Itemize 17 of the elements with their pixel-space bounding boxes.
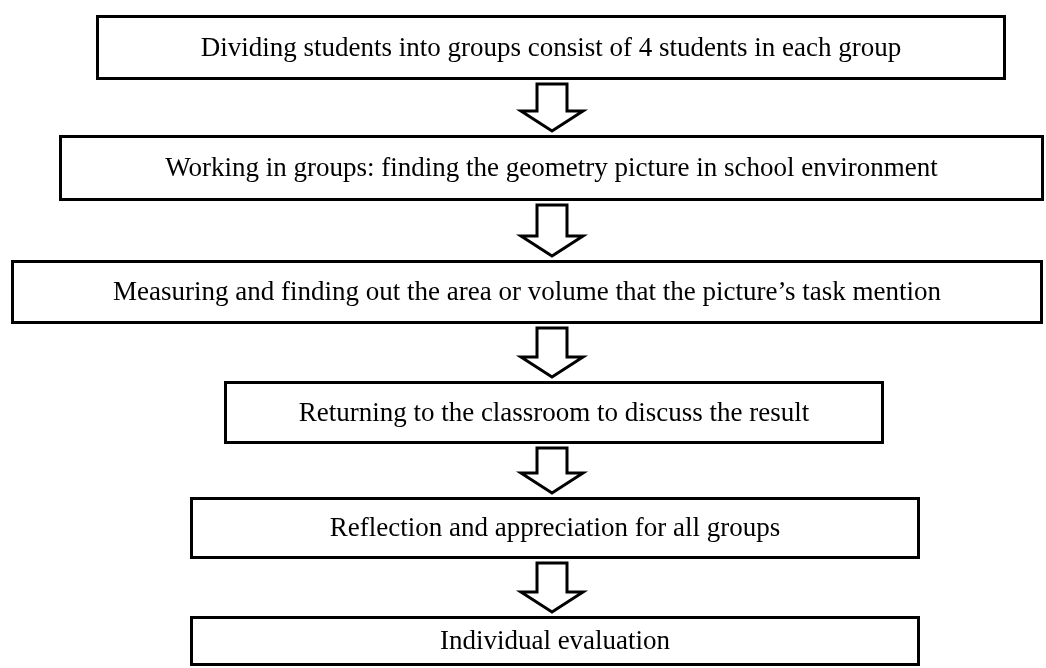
block-arrow [515,446,589,495]
process-box [59,135,1044,201]
block-arrow [515,326,589,379]
step-text: Measuring and finding out the area or volume that the picture’s task mention [113,277,941,307]
block-arrow [515,82,589,133]
block-arrow [515,561,589,614]
process-box [190,616,920,666]
step-text: Returning to the classroom to discuss the result [298,397,810,428]
step-text: Dividing students into groups consist of 4 students in each group [200,32,902,63]
process-box [224,381,884,444]
step-text: Reflection and appreciation for all groups [329,513,781,543]
process-box [96,15,1006,80]
block-arrow [515,203,589,258]
step-text: Working in groups: finding the geometry picture in school environment [165,153,938,183]
step-text: Individual evaluation [439,626,671,656]
process-box [11,260,1043,324]
process-box [190,497,920,559]
